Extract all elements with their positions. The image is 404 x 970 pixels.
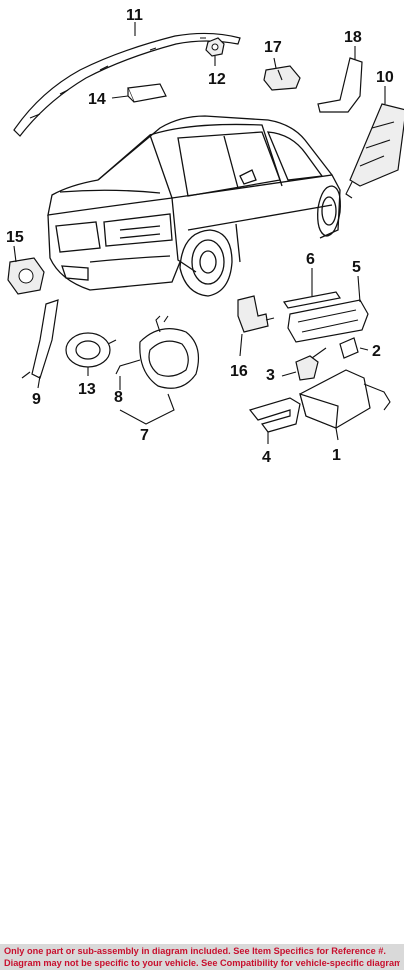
disclaimer-line-2: Diagram may not be specific to your vehi… [4,958,400,968]
leader-3 [281,371,297,377]
connector-part [295,347,327,381]
leader-1 [335,427,339,441]
leader-16 [239,333,243,357]
callout-4: 4 [262,449,271,466]
callout-15: 15 [6,229,24,246]
parts-diagram: 11 12 14 17 18 10 15 6 5 2 3 16 9 13 8 7… [0,0,404,470]
retractor-part [7,257,45,295]
leader-5 [357,275,361,303]
driver-airbag-part [115,315,199,389]
callout-5: 5 [352,259,361,276]
callout-12: 12 [208,71,226,88]
leader-2 [359,347,369,351]
clip-part [205,37,225,57]
callout-13: 13 [78,381,96,398]
leader-9 [37,375,41,389]
callout-17: 17 [264,39,282,56]
side-airbag-part [345,103,404,199]
occupant-sensor-part [237,295,275,333]
callout-1: 1 [332,447,341,464]
leader-7 [119,393,175,425]
leader-15 [13,245,17,263]
callout-16: 16 [230,363,248,380]
side-bracket-part [339,337,359,359]
callout-18: 18 [344,29,362,46]
callout-11: 11 [126,7,143,24]
disclaimer-line-1: Only one part or sub-assembly in diagram… [4,946,386,956]
callout-6: 6 [306,251,315,268]
callout-2: 2 [372,343,381,360]
callout-7: 7 [140,427,149,444]
callout-3: 3 [266,367,275,384]
passenger-airbag-module-part [299,369,391,429]
callout-14: 14 [88,91,106,108]
trim-panel-part [282,291,342,309]
vehicle-illustration [47,115,341,297]
disclaimer-banner: Only one part or sub-assembly in diagram… [0,944,404,970]
pillar-trim-part [21,299,59,379]
leader-14 [111,95,129,99]
mounting-bracket-part [248,397,301,433]
callout-10: 10 [376,69,394,86]
leader-17 [273,57,277,69]
impact-sensor-part [263,65,301,91]
bracket-part [317,57,363,113]
clockspring-part [65,332,117,368]
sensor-module-part [127,83,167,103]
callout-9: 9 [32,391,41,408]
curtain-airbag-part [13,32,241,137]
footer: Only one part or sub-assembly in diagram… [0,470,404,970]
callout-8: 8 [114,389,123,406]
